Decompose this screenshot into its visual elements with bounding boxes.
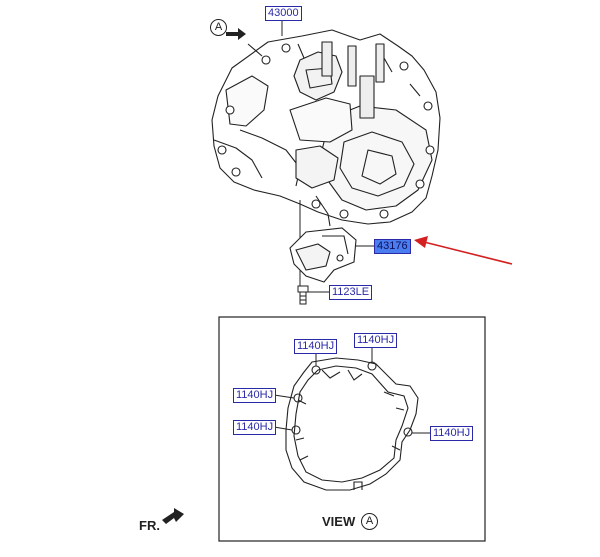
bell-housing-drawing — [285, 357, 419, 491]
part-label-view-bolt[interactable]: 1140HJ — [354, 333, 398, 348]
part-label-transmission[interactable]: 43000 — [265, 6, 302, 21]
mount-bracket-drawing — [289, 227, 357, 283]
part-label-view-bolt[interactable]: 1140HJ — [233, 388, 277, 403]
view-caption: VIEW — [322, 514, 356, 529]
front-label: FR. — [139, 518, 160, 533]
view-caption-marker: A — [361, 513, 378, 530]
view-a-frame — [218, 316, 486, 542]
part-label-view-bolt[interactable]: 1140HJ — [233, 420, 277, 435]
view-a-marker: A — [210, 19, 227, 36]
part-label-bolt[interactable]: 1123LE — [329, 285, 373, 300]
bolt-drawing — [297, 285, 309, 305]
view-a-arrow — [226, 28, 246, 40]
transmission-drawing — [211, 29, 441, 227]
part-label-bracket[interactable]: 43176 — [374, 239, 411, 254]
highlight-pointer-arrow — [414, 236, 513, 265]
front-direction-arrow — [162, 508, 184, 524]
part-label-view-bolt[interactable]: 1140HJ — [430, 426, 474, 441]
part-label-view-bolt[interactable]: 1140HJ — [294, 339, 338, 354]
